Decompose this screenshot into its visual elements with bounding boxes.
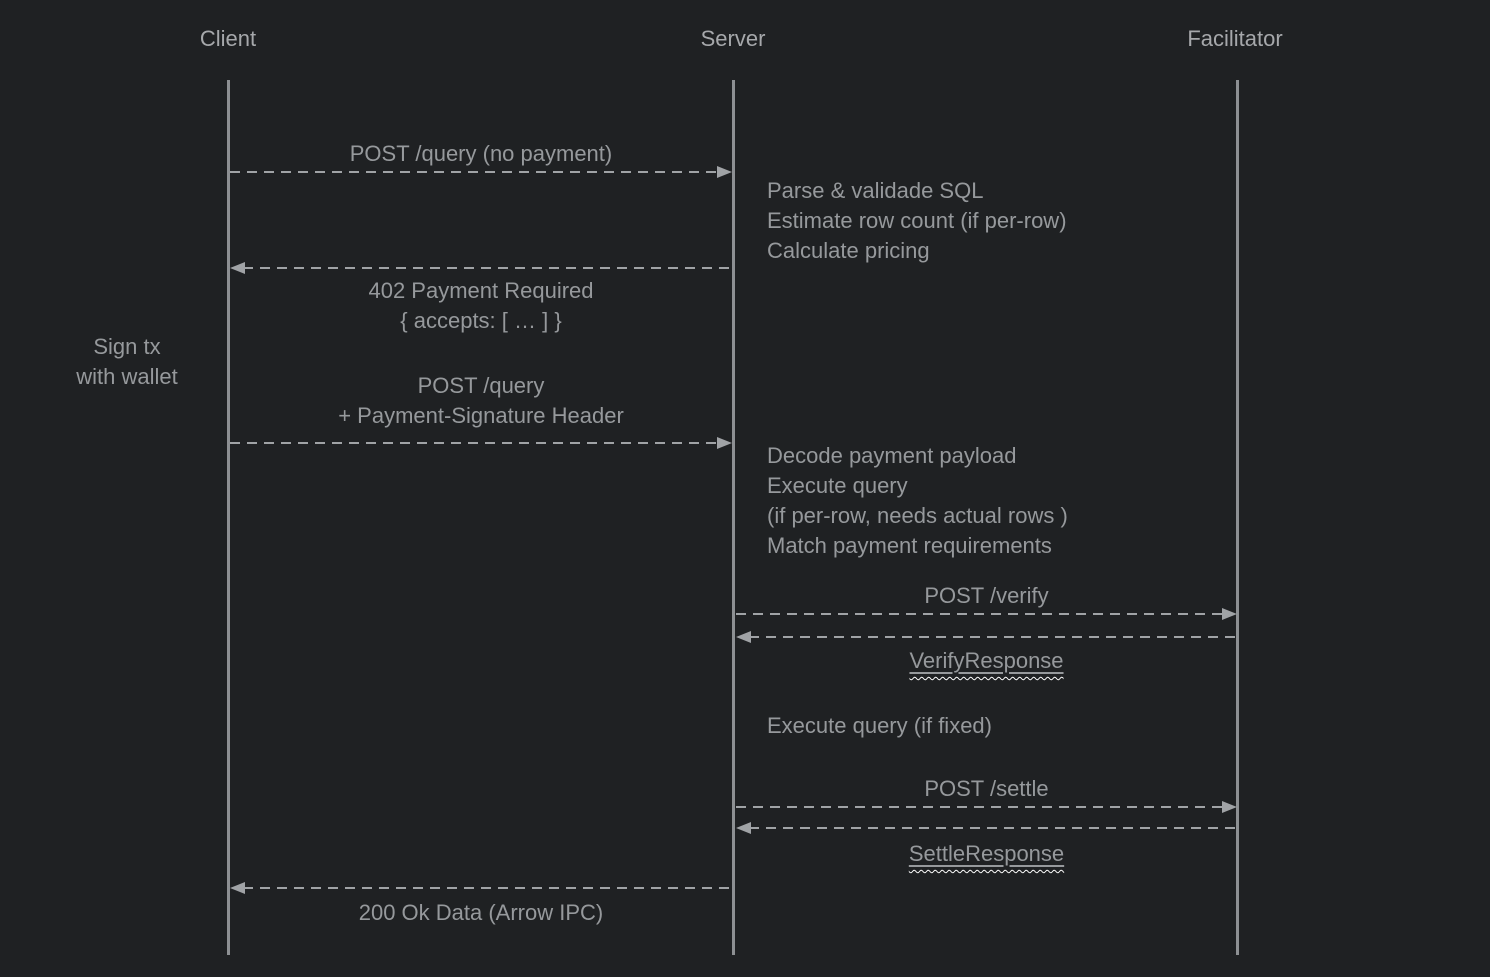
arrow-settle-response: [736, 822, 1238, 834]
arrow-post-verify: [736, 608, 1237, 620]
lifeline-server: [732, 80, 735, 955]
dashed-line: [736, 806, 1224, 808]
dashed-line: [230, 442, 719, 444]
arrow-post-settle: [736, 801, 1237, 813]
arrowhead-right-icon: [717, 166, 732, 178]
note-line: Parse & validade SQL: [767, 178, 984, 203]
message-label-post-query-signed: POST /query + Payment-Signature Header: [230, 371, 732, 431]
arrowhead-right-icon: [717, 437, 732, 449]
dashed-line: [243, 887, 732, 889]
lifeline-client: [227, 80, 230, 955]
note-line: (if per-row, needs actual rows ): [767, 503, 1068, 528]
actor-label-client: Client: [199, 26, 257, 51]
note-line: Execute query: [767, 473, 908, 498]
note-line: Estimate row count (if per-row): [767, 208, 1067, 233]
arrow-200-ok-data: [230, 882, 732, 894]
spellcheck-squiggle: VerifyResponse: [909, 648, 1063, 673]
dashed-line: [243, 267, 732, 269]
message-label-post-query-no-payment: POST /query (no payment): [349, 141, 613, 166]
message-line: VerifyResponse: [909, 648, 1064, 673]
dashed-line: [230, 171, 719, 173]
note-line: with wallet: [76, 364, 178, 389]
dashed-line: [736, 613, 1224, 615]
message-label-200-ok-data: 200 Ok Data (Arrow IPC): [358, 900, 604, 925]
arrow-402-payment-required: [230, 262, 732, 274]
arrow-post-query-no-payment: [230, 166, 732, 178]
dashed-line: [749, 636, 1238, 638]
actor-label-server: Server: [700, 26, 766, 51]
arrow-post-query-signed: [230, 437, 732, 449]
message-label-verify-response: VerifyResponse: [736, 646, 1237, 676]
arrowhead-left-icon: [230, 882, 245, 894]
message-line: 402 Payment Required: [368, 278, 594, 303]
message-line: POST /query: [417, 373, 545, 398]
arrow-verify-response: [736, 631, 1238, 643]
arrowhead-right-icon: [1222, 608, 1237, 620]
arrowhead-left-icon: [736, 822, 751, 834]
message-line: { accepts: [ … ] }: [400, 308, 562, 333]
arrowhead-right-icon: [1222, 801, 1237, 813]
message-label-post-settle: POST /settle: [924, 776, 1049, 801]
spellcheck-squiggle: SettleResponse: [909, 841, 1064, 866]
actor-label-facilitator: Facilitator: [1187, 26, 1283, 51]
message-label-post-verify: POST /verify: [924, 583, 1049, 608]
message-line: SettleResponse: [908, 841, 1065, 866]
note-line: Match payment requirements: [767, 533, 1052, 558]
note-line: Calculate pricing: [767, 238, 930, 263]
client-note-sign-tx: Sign tx with wallet: [27, 332, 227, 392]
note-line: Decode payment payload: [767, 443, 1017, 468]
note-line: Sign tx: [93, 334, 161, 359]
server-note-decode-execute: Decode payment payload Execute query (if…: [767, 441, 1068, 561]
lifeline-facilitator: [1236, 80, 1239, 955]
dashed-line: [749, 827, 1238, 829]
note-line: Execute query (if fixed): [767, 713, 992, 738]
message-label-settle-response: SettleResponse: [736, 839, 1237, 869]
message-line: + Payment-Signature Header: [338, 403, 624, 428]
server-note-parse-pricing: Parse & validade SQL Estimate row count …: [767, 176, 1067, 266]
server-note-execute-fixed: Execute query (if fixed): [767, 711, 992, 741]
message-label-402-payment-required: 402 Payment Required { accepts: [ … ] }: [230, 276, 732, 336]
arrowhead-left-icon: [230, 262, 245, 274]
arrowhead-left-icon: [736, 631, 751, 643]
